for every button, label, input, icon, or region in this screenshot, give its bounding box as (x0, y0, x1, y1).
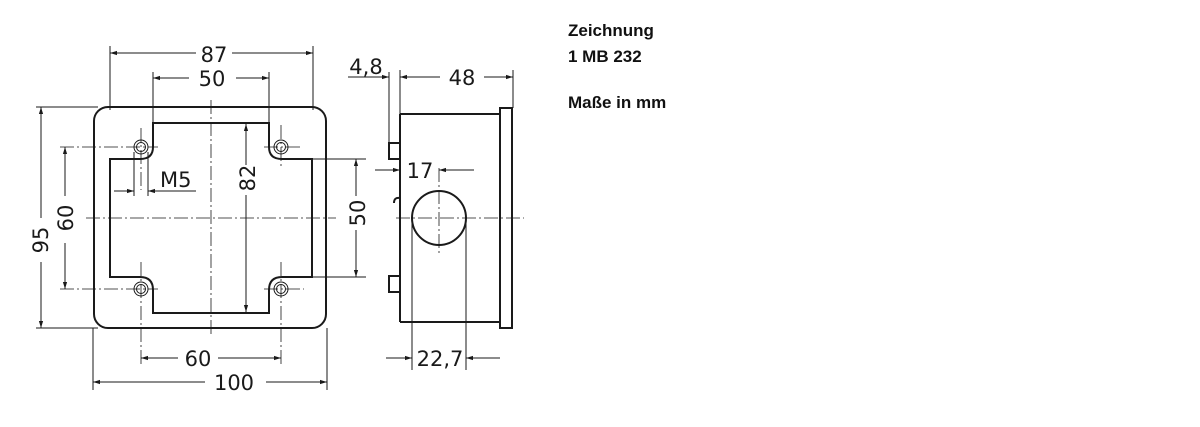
dim-22-7: 22,7 (417, 347, 464, 371)
drawing-info: Zeichnung 1 MB 232 Maße in mm (568, 18, 666, 116)
drawing-number: 1 MB 232 (568, 47, 642, 66)
dim-48: 48 (449, 66, 476, 90)
dim-82: 82 (236, 165, 260, 192)
dim-100: 100 (214, 371, 254, 395)
dim-17: 17 (407, 159, 434, 183)
dim-m5: M5 (160, 168, 191, 192)
drawing-label: Zeichnung (568, 21, 654, 40)
dim-60-vertical: 60 (54, 205, 78, 232)
dim-50-top: 50 (199, 67, 226, 91)
dim-87: 87 (201, 43, 228, 67)
units-note: Maße in mm (568, 93, 667, 112)
front-view: 87 50 M5 82 95 60 50 (29, 43, 370, 395)
side-view: 4,8 48 17 22,7 (348, 55, 524, 371)
dim-50-right: 50 (346, 200, 370, 227)
dim-95: 95 (29, 227, 53, 254)
outer-plate-outline (93, 106, 327, 329)
dim-4-8: 4,8 (349, 55, 382, 79)
dim-60-horizontal: 60 (185, 347, 212, 371)
inner-cutout-outline (109, 122, 313, 314)
